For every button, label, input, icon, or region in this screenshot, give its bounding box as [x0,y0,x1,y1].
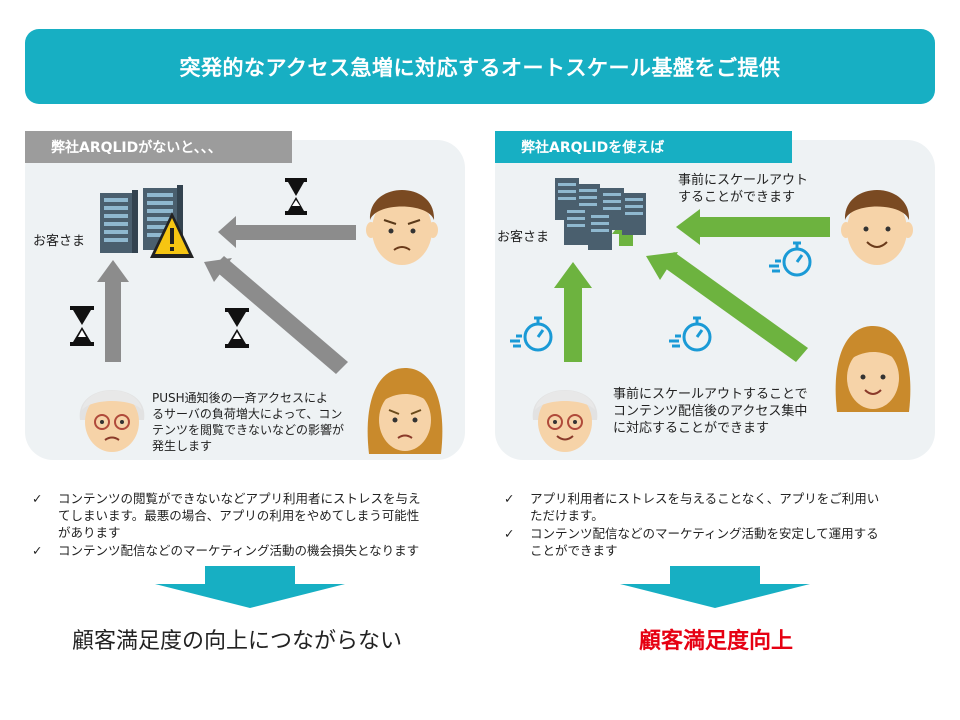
gray-arrow-diagonal [204,256,348,374]
server-cluster-icon [555,178,646,250]
checkmark-icon: ✓ [32,491,43,506]
bullet-line: アプリ利用者にストレスを与えることなく、アプリをご利用い [530,491,880,506]
right-customer-label: お客さま [497,230,550,245]
bullet-line: てしまいます。最悪の場合、アプリの利用をやめてしまう可能性 [58,508,420,523]
right-caption-line: コンテンツ配信後のアクセス集中 [613,404,808,419]
checkmark-icon: ✓ [504,526,515,541]
stopwatch-icon [510,316,553,352]
left-scenario-tag: 弊社ARQLIDがないと、、、 [25,131,292,163]
right-top-note-line: することができます [678,190,796,205]
left-caption-line: 発生します [152,439,213,453]
checkmark-icon: ✓ [504,491,515,506]
right-bullet-item: ✓ アプリ利用者にストレスを与えることなく、アプリをご利用い ただけます。 [500,490,940,524]
happy-man-avatar [841,190,913,265]
left-bullet-item: ✓ コンテンツ配信などのマーケティング活動の機会損失となります [28,542,478,559]
happy-elder-avatar [532,390,598,452]
green-arrow-vertical [554,262,592,362]
left-result-text: 顧客満足度の向上につながらない [72,629,403,654]
right-caption-line: 事前にスケールアウトすることで [613,387,808,402]
green-arrow-diagonal [646,252,808,362]
worried-man-avatar [366,190,438,265]
right-scenario-tag: 弊社ARQLIDを使えば [495,131,792,163]
right-top-note-line: 事前にスケールアウト [678,173,809,188]
green-arrow-horizontal [676,209,830,245]
right-bullet-item: ✓ コンテンツ配信などのマーケティング活動を安定して運用する ことができます [500,525,940,559]
right-result-text: 顧客満足度向上 [639,629,794,654]
down-arrow-icon [155,566,345,608]
gray-arrow-vertical [97,260,129,362]
bullet-line: ことができます [530,543,618,558]
down-arrow-icon [620,566,810,608]
left-caption-line: PUSH通知後の一斉アクセスによ [152,391,329,405]
right-caption-line: に対応することができます [613,421,770,436]
bullet-line: コンテンツ配信などのマーケティング活動を安定して運用する [530,526,879,541]
left-bullet-item: ✓ コンテンツの閲覧ができないなどアプリ利用者にストレスを与え てしまいます。最… [28,490,478,541]
bullet-line: コンテンツの閲覧ができないなどアプリ利用者にストレスを与え [58,491,421,506]
bullet-line: ただけます。 [530,508,604,523]
hourglass-icon [70,306,94,346]
checkmark-icon: ✓ [32,543,43,558]
left-caption-line: るサーバの負荷増大によって、コン [152,407,343,421]
stopwatch-icon [769,241,812,277]
hourglass-icon [225,308,249,348]
right-top-note: 事前にスケールアウト することができます [678,172,808,206]
left-caption-line: テンツを閲覧できないなどの影響が [152,423,345,437]
left-caption: PUSH通知後の一斉アクセスによ るサーバの負荷増大によって、コン テンツを閲覧… [152,390,352,454]
page-title: 突発的なアクセス急増に対応するオートスケール基盤をご提供 [25,29,935,104]
stopwatch-icon [669,316,712,352]
warning-icon [150,212,194,258]
left-customer-label: お客さま [33,234,86,249]
right-caption: 事前にスケールアウトすることで コンテンツ配信後のアクセス集中 に対応することが… [613,386,808,437]
bullet-line: コンテンツ配信などのマーケティング活動の機会損失となります [58,543,420,558]
worried-woman-avatar [367,368,443,454]
bullet-line: があります [58,525,121,540]
right-bullet-list: ✓ アプリ利用者にストレスを与えることなく、アプリをご利用い ただけます。 ✓ … [500,490,940,560]
happy-woman-avatar [835,326,911,412]
worried-elder-avatar [79,390,145,452]
hourglass-icon [285,178,307,215]
gray-arrow-horizontal [218,216,356,248]
left-bullet-list: ✓ コンテンツの閲覧ができないなどアプリ利用者にストレスを与え てしまいます。最… [28,490,478,560]
